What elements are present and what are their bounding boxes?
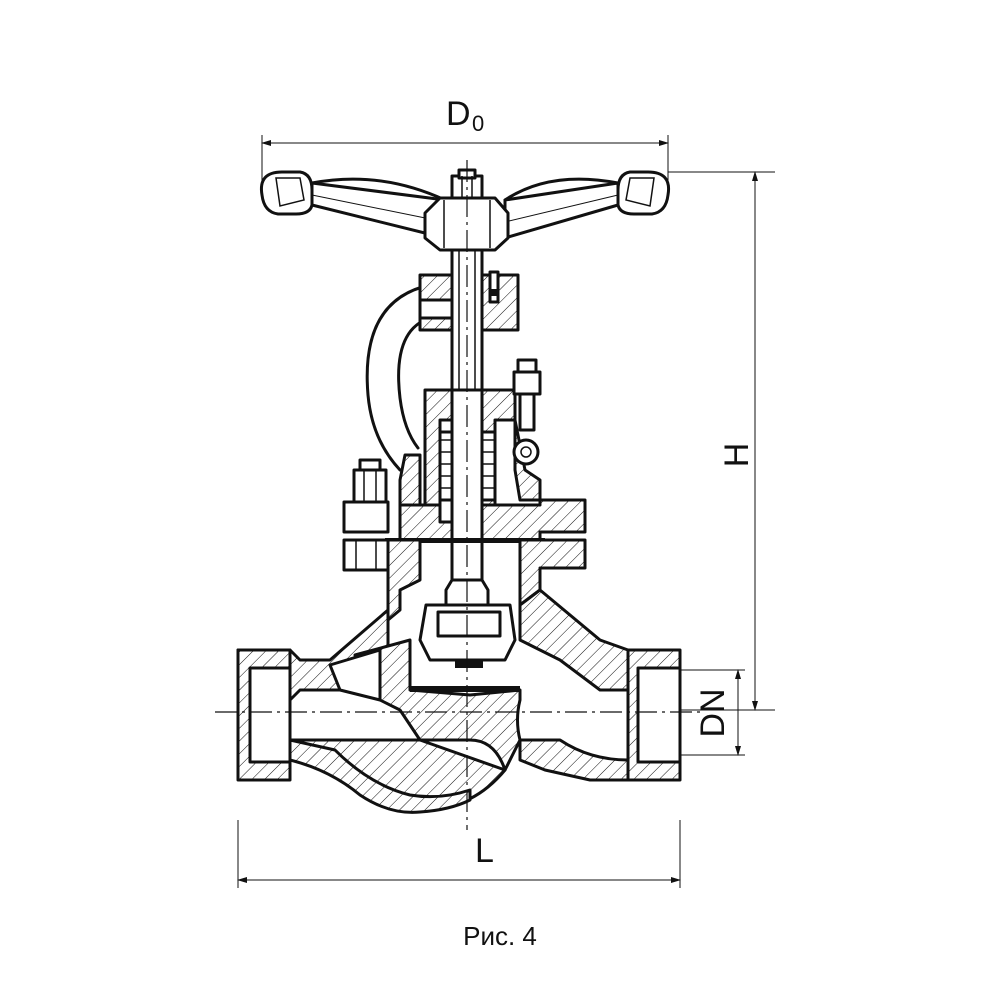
packing-rings-left — [438, 430, 454, 502]
handwheel — [259, 168, 671, 252]
flange-bolt — [342, 458, 390, 572]
dimension-d0-label: D — [446, 95, 471, 133]
dimension-d0: D 0 — [261, 95, 669, 200]
yoke — [365, 270, 520, 472]
figure-caption: Рис. 4 — [463, 921, 537, 951]
dimension-l: L — [237, 820, 681, 888]
packing-rings-right — [480, 430, 497, 502]
valve-body — [236, 538, 682, 814]
dimension-h-label: H — [718, 443, 756, 468]
dimension-dn-label: DN — [694, 688, 732, 737]
dimension-d0-subscript: 0 — [472, 111, 484, 136]
dimension-h: H — [668, 171, 775, 711]
bonnet — [385, 358, 587, 543]
center-lines — [215, 160, 700, 830]
dimension-l-label: L — [475, 832, 494, 870]
dimension-dn: DN — [680, 669, 745, 756]
